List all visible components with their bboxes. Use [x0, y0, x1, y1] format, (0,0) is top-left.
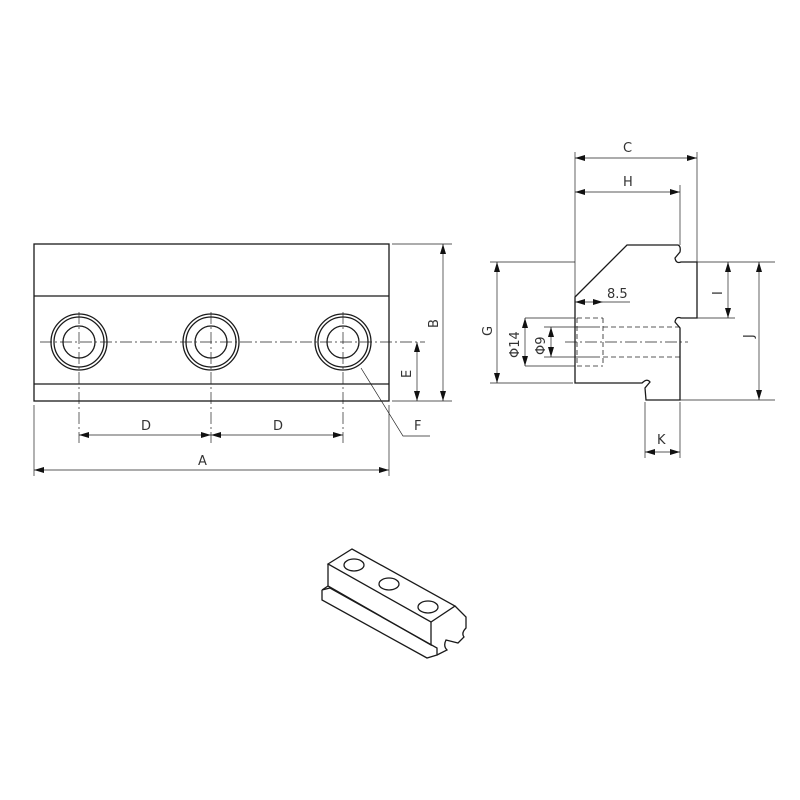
label-hole-diameter: Φ9 [534, 336, 549, 355]
label-b: B [427, 319, 442, 328]
label-counterbore-diameter: Φ14 [508, 331, 523, 358]
block-outline [33, 243, 390, 402]
hole-3 [314, 312, 372, 443]
iso-hole-1 [343, 558, 365, 572]
label-i: I [711, 291, 726, 295]
leader-f [360, 367, 430, 437]
iso-hole-2 [378, 577, 400, 591]
label-e: E [400, 370, 415, 378]
label-a: A [198, 454, 207, 469]
iso-rail [321, 587, 438, 659]
isometric-view [321, 548, 467, 659]
hole-2 [182, 312, 240, 443]
side-view: C H 8.5 G Φ14 Φ9 I J K [481, 141, 775, 458]
label-c: C [623, 141, 632, 156]
iso-front-face [327, 564, 432, 647]
profile-outline [574, 244, 698, 401]
label-counterbore-depth: 8.5 [607, 287, 628, 302]
hole-1 [50, 312, 108, 443]
label-h: H [623, 175, 633, 190]
label-f: F [414, 419, 421, 434]
label-d1: D [141, 419, 151, 434]
label-k: K [657, 433, 666, 448]
iso-end-profile [436, 605, 467, 656]
iso-hole-3 [417, 600, 439, 614]
label-d2: D [273, 419, 283, 434]
label-g: G [481, 326, 496, 336]
label-j: J [742, 334, 757, 339]
front-view: D D A B E F [33, 243, 452, 476]
